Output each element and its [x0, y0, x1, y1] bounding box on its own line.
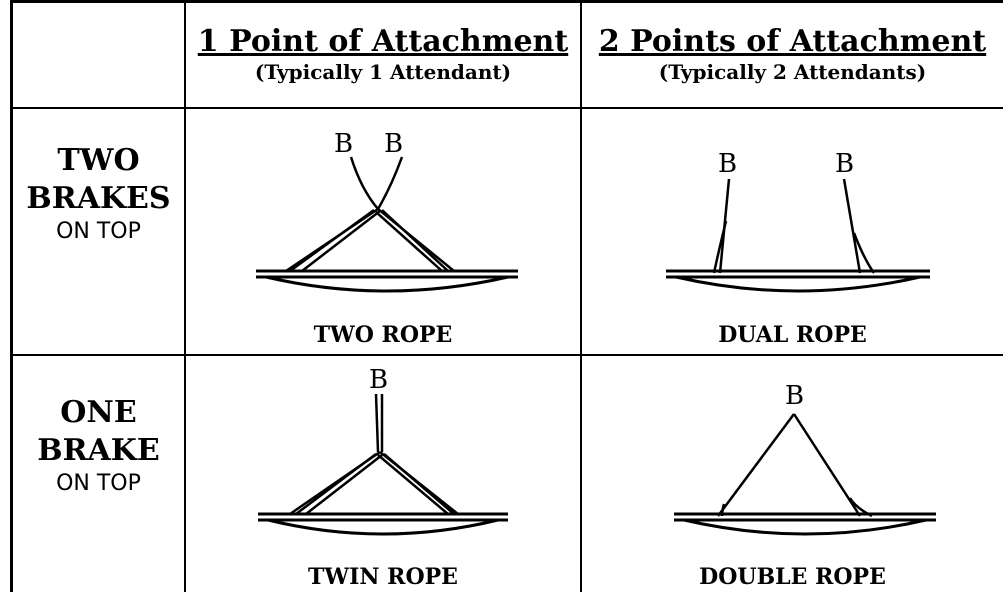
row1-label-line2: BRAKES	[26, 181, 171, 216]
row2-label-line2: BRAKE	[37, 433, 160, 468]
row2-label-line1: ONE	[60, 395, 137, 430]
row-label-two-brakes: TWO BRAKES ON TOP	[13, 109, 184, 279]
caption-double-rope: DOUBLE ROPE	[699, 564, 886, 590]
ropes	[285, 156, 455, 273]
ropes	[712, 178, 876, 274]
litter	[666, 269, 930, 293]
double-rope-diagram: B	[674, 381, 936, 536]
caption-twin-rope: TWIN ROPE	[308, 564, 458, 590]
header-col1-title: 1 Point of Attachment	[197, 24, 569, 59]
brake-label-left: B	[334, 129, 353, 159]
table-border-top	[10, 0, 1003, 3]
column-divider-1	[184, 0, 186, 592]
brake-label-right: B	[835, 149, 854, 179]
twin-rope-diagram: B	[258, 365, 508, 536]
column-divider-2	[580, 0, 582, 592]
caption-two-rope: TWO ROPE	[313, 322, 453, 348]
row-label-one-brake: ONE BRAKE ON TOP	[13, 356, 184, 536]
header-col1-subtitle: (Typically 1 Attendant)	[254, 60, 512, 84]
litter	[258, 512, 508, 536]
ropes	[289, 393, 459, 516]
row-divider-header	[10, 107, 1003, 109]
brake-label-right: B	[384, 129, 403, 159]
table-border-left	[10, 0, 13, 592]
brake-label-left: B	[718, 149, 737, 179]
caption-dual-rope: DUAL ROPE	[718, 322, 867, 348]
row-divider-middle	[10, 354, 1003, 356]
row1-label-line3: ON TOP	[56, 219, 141, 244]
header-col2-title: 2 Points of Attachment	[598, 24, 987, 59]
litter	[256, 269, 518, 293]
row2-label-line3: ON TOP	[56, 471, 141, 496]
row1-label-line1: TWO	[57, 143, 140, 178]
dual-rope-diagram: B B	[666, 149, 930, 293]
brake-label: B	[369, 365, 388, 395]
litter	[674, 512, 936, 536]
ropes	[716, 413, 873, 518]
header-col2-subtitle: (Typically 2 Attendants)	[658, 60, 927, 84]
header-col2: 2 Points of Attachment (Typically 2 Atte…	[582, 3, 1003, 107]
header-col1: 1 Point of Attachment (Typically 1 Atten…	[186, 3, 580, 107]
two-rope-diagram: B B	[256, 129, 518, 293]
brake-label: B	[785, 381, 804, 411]
